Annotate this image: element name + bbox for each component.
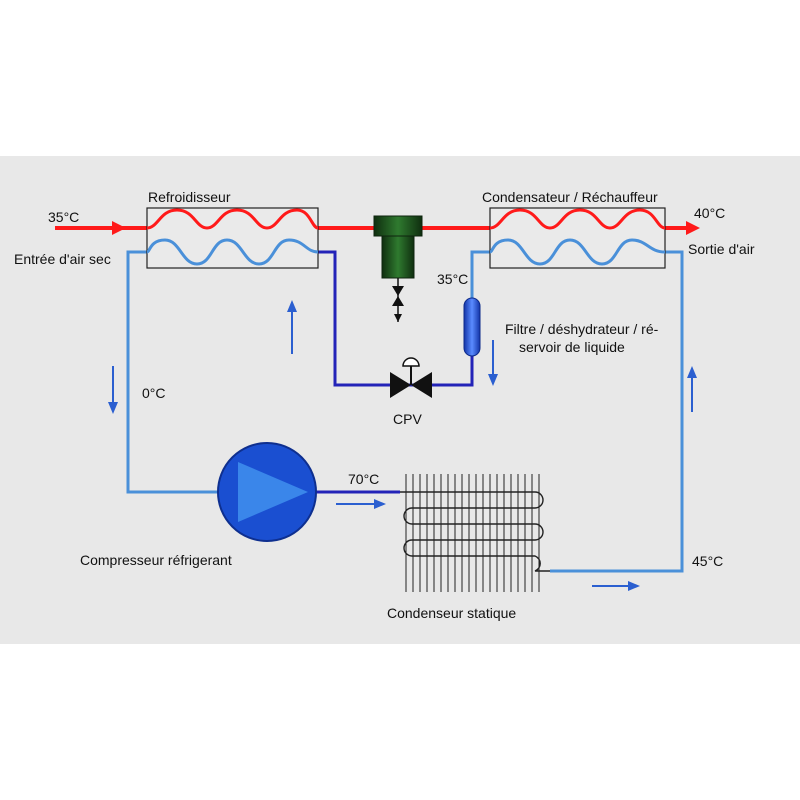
liquid-temp-label: 35°C <box>437 271 468 287</box>
compressor-label: Compresseur réfrigerant <box>80 552 232 568</box>
discharge-temp-label: 70°C <box>348 471 379 487</box>
static-condenser <box>400 474 550 592</box>
static-condenser-tube <box>400 491 550 572</box>
reheater-refrigerant-coil <box>489 238 666 266</box>
cooler-refrigerant-coil <box>146 238 319 266</box>
cooler-exchanger <box>146 207 319 269</box>
static-temp-label: 45°C <box>692 553 723 569</box>
air-outlet-label: Sortie d'air <box>688 241 755 257</box>
drain-trap <box>373 215 423 322</box>
filter-label-line1: Filtre / déshydrateur / ré- <box>505 321 659 337</box>
cooler-air-coil <box>146 208 319 230</box>
refrigerant-piping-dark <box>316 250 474 494</box>
cpv-valve <box>390 357 432 398</box>
cpv-label: CPV <box>393 411 422 427</box>
flow-arrows <box>108 300 697 591</box>
filter-label-line2: servoir de liquide <box>519 339 625 355</box>
reheater-exchanger <box>489 207 666 269</box>
static-condenser-label: Condenseur statique <box>387 605 516 621</box>
evap-temp-label: 0°C <box>142 385 166 401</box>
reheater-air-coil <box>489 208 666 230</box>
filter-drier <box>463 297 481 357</box>
refrigerant-piping-light <box>126 250 684 573</box>
cooler-label: Refroidisseur <box>148 189 231 205</box>
outlet-temp-label: 40°C <box>694 205 725 221</box>
compressor <box>217 442 317 542</box>
air-inlet-label: Entrée d'air sec <box>14 251 111 267</box>
condenser-reheater-label: Condensateur / Réchauffeur <box>482 189 658 205</box>
inlet-temp-label: 35°C <box>48 209 79 225</box>
